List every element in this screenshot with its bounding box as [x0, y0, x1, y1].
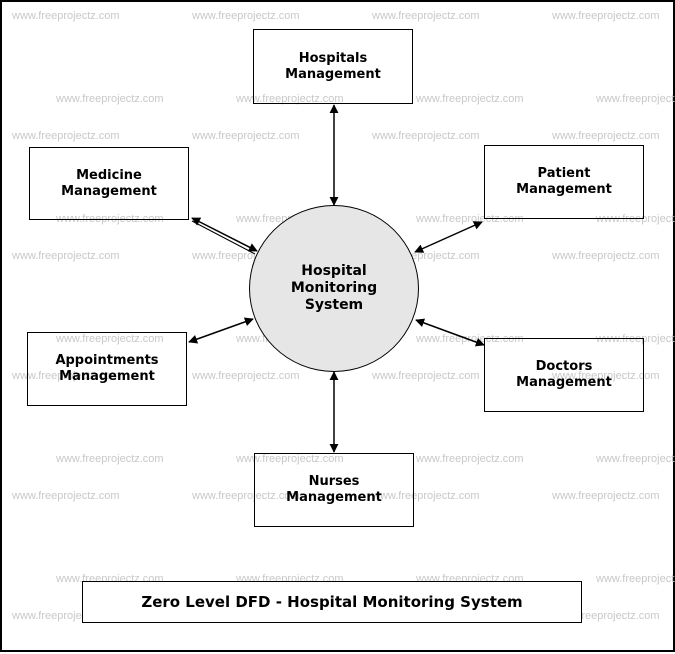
- watermark-text: www.freeprojectz.com: [416, 93, 524, 105]
- watermark-text: www.freeprojectz.com: [12, 250, 120, 262]
- watermark-text: www.freeprojectz.com: [236, 453, 344, 465]
- diagram-caption: Zero Level DFD - Hospital Monitoring Sys…: [82, 581, 582, 623]
- watermark-text: www.freeprojectz.com: [596, 333, 675, 345]
- process-label: Hospital Monitoring System: [290, 263, 378, 313]
- entity-medicine-label: Medicine Management: [61, 167, 157, 199]
- flow-medicine-arrow: [191, 217, 258, 252]
- entity-nurses: Nurses Management: [254, 453, 414, 527]
- watermark-text: www.freeprojectz.com: [192, 10, 300, 22]
- entity-hospitals-label: Hospitals Management: [285, 50, 381, 82]
- flow-doctors-arrow: [415, 318, 485, 347]
- watermark-text: www.freeprojectz.com: [596, 573, 675, 585]
- watermark-text: www.freeprojectz.com: [192, 130, 300, 142]
- flow-medicine-arrow-2: [191, 220, 256, 255]
- watermark-text: www.freeprojectz.com: [596, 213, 675, 225]
- process-hospital-monitoring-system: Hospital Monitoring System: [249, 205, 419, 372]
- watermark-text: www.freeprojectz.com: [236, 93, 344, 105]
- watermark-text: www.freeprojectz.com: [372, 490, 480, 502]
- watermark-text: www.freeprojectz.com: [192, 370, 300, 382]
- entity-patient-label: Patient Management: [516, 166, 612, 197]
- diagram-caption-text: Zero Level DFD - Hospital Monitoring Sys…: [141, 593, 523, 611]
- watermark-text: www.freeprojectz.com: [372, 370, 480, 382]
- watermark-text: www.freeprojectz.com: [552, 370, 660, 382]
- entity-appointments-label: Appointments Management: [55, 353, 159, 384]
- flow-patient-arrow: [414, 221, 483, 253]
- watermark-text: www.freeprojectz.com: [12, 370, 120, 382]
- watermark-text: www.freeprojectz.com: [552, 130, 660, 142]
- watermark-text: www.freeprojectz.com: [56, 453, 164, 465]
- watermark-text: www.freeprojectz.com: [552, 490, 660, 502]
- watermark-text: www.freeprojectz.com: [372, 130, 480, 142]
- flow-appointments-arrow: [188, 317, 254, 344]
- watermark-text: www.freeprojectz.com: [56, 93, 164, 105]
- watermark-text: www.freeprojectz.com: [192, 490, 300, 502]
- entity-appointments: Appointments Management: [27, 332, 187, 406]
- entity-doctors: Doctors Management: [484, 338, 644, 412]
- entity-doctors-label: Doctors Management: [516, 359, 612, 390]
- entity-nurses-label: Nurses Management: [286, 474, 382, 505]
- watermark-text: www.freeprojectz.com: [596, 453, 675, 465]
- watermark-text: www.freeprojectz.com: [12, 490, 120, 502]
- watermark-text: www.freeprojectz.com: [552, 250, 660, 262]
- watermark-text: www.freeprojectz.com: [12, 130, 120, 142]
- watermark-text: www.freeprojectz.com: [596, 93, 675, 105]
- entity-medicine: Medicine Management: [29, 147, 189, 220]
- watermark-text: www.freeprojectz.com: [416, 453, 524, 465]
- entity-patient: Patient Management: [484, 145, 644, 219]
- watermark-text: www.freeprojectz.com: [12, 10, 120, 22]
- watermark-text: www.freeprojectz.com: [372, 10, 480, 22]
- watermark-text: www.freeprojectz.com: [56, 333, 164, 345]
- watermark-text: www.freeprojectz.com: [552, 10, 660, 22]
- entity-hospitals: Hospitals Management: [253, 29, 413, 104]
